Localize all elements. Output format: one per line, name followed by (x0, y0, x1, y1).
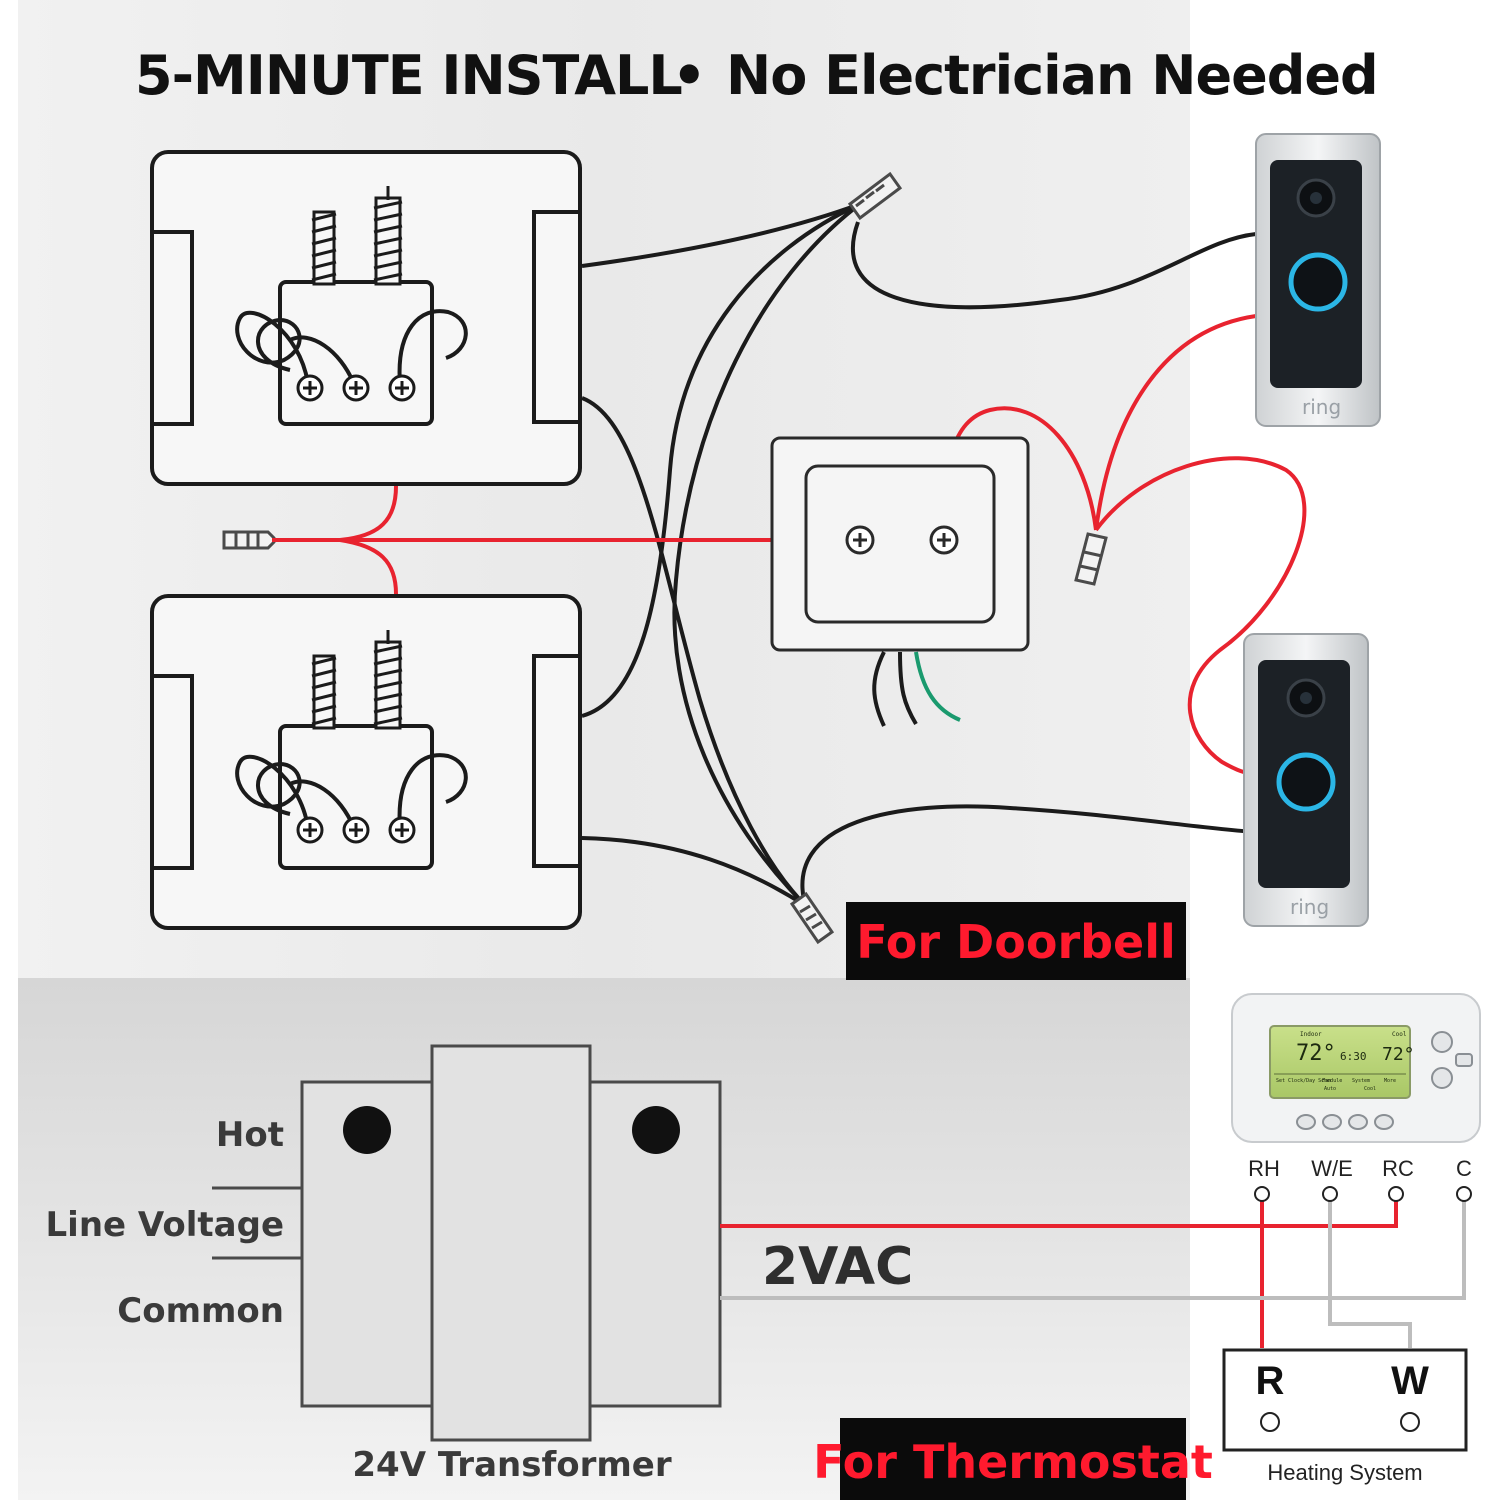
heating-terminal-dots (1260, 1412, 1420, 1432)
transformer-terminal-right (632, 1106, 680, 1154)
thermostat-terminals (1254, 1186, 1472, 1202)
supply-wires (872, 651, 961, 727)
chime-coils-bottom (235, 753, 468, 829)
heating-system-label: Heating System (1267, 1460, 1422, 1485)
terminal-label-rh: RH (1248, 1156, 1280, 1181)
thermostat-menu-more: More (1384, 1078, 1396, 1084)
transformer-plate (770, 436, 1030, 652)
chime-box-top (150, 150, 582, 486)
terminal-label-we: W/E (1311, 1156, 1353, 1181)
transformer-label: 24V Transformer (352, 1445, 671, 1485)
terminal-label-rc: RC (1382, 1156, 1414, 1181)
red-wires (272, 314, 1307, 776)
chime-springs-top (311, 186, 403, 286)
thermostat-tag-background (840, 1418, 1186, 1500)
chime-box-bottom (150, 594, 582, 930)
heating-terminal-w: W (1391, 1359, 1429, 1403)
chime-springs-bottom (311, 630, 403, 730)
heating-terminal-r: R (1256, 1359, 1285, 1403)
transformer-body (300, 1044, 722, 1442)
doorbell-tag-background (846, 902, 1186, 980)
headline-install: 5-MINUTE INSTALL (135, 44, 682, 107)
thermostat-menu-fan: Fan (1322, 1078, 1331, 1084)
thermostat-label-indoor: Indoor (1300, 1031, 1322, 1038)
thermostat-menu-system: System (1352, 1078, 1370, 1084)
headline-bullet: • (672, 44, 706, 107)
chime-coils-top (235, 309, 468, 385)
thermostat-tag: For Thermostat (813, 1435, 1213, 1489)
doorbell-brand-top: ring (1302, 395, 1341, 419)
thermostat-device: 72° 6:30 72° Indoor Cool Set Clock/Day S… (1231, 993, 1481, 1143)
doorbell-button-top (1288, 252, 1348, 312)
doorbell-device-bottom: ring (1243, 633, 1369, 927)
thermostat-sub-cool: Cool (1364, 1086, 1376, 1092)
chime-screws-top (296, 374, 416, 402)
thermostat-indoor-temp: 72° (1296, 1041, 1336, 1066)
thermostat-wires (720, 1200, 1466, 1348)
input-label-common: Common (117, 1291, 284, 1331)
thermostat-menu-set: Set Clock/Day Schedule (1276, 1078, 1342, 1084)
doorbell-brand-bottom: ring (1290, 895, 1329, 919)
doorbell-device-top: ring (1255, 133, 1381, 427)
heating-system-box (1222, 1348, 1468, 1452)
thermostat-setpoint: 72° (1382, 1044, 1415, 1065)
headline: 5-MINUTE INSTALL (135, 44, 682, 107)
black-wires (581, 202, 1257, 909)
doorbell-button-bottom (1276, 752, 1336, 812)
thermostat-time: 6:30 (1340, 1050, 1367, 1063)
headline-no-electrician: No Electrician Needed (726, 44, 1378, 107)
transformer-input-leads (212, 1186, 302, 1260)
input-label-line-voltage: Line Voltage (46, 1205, 284, 1245)
input-label-hot: Hot (216, 1115, 284, 1155)
transformer-screws (845, 525, 959, 555)
thermostat-sub-auto: Auto (1324, 1086, 1336, 1092)
doorbell-tag: For Doorbell (856, 915, 1176, 969)
thermostat-label-cool: Cool (1392, 1031, 1407, 1038)
terminal-label-c: C (1456, 1156, 1472, 1181)
chime-screws-bottom (296, 816, 416, 844)
output-voltage-label: 2VAC (762, 1237, 913, 1297)
transformer-terminal-left (343, 1106, 391, 1154)
